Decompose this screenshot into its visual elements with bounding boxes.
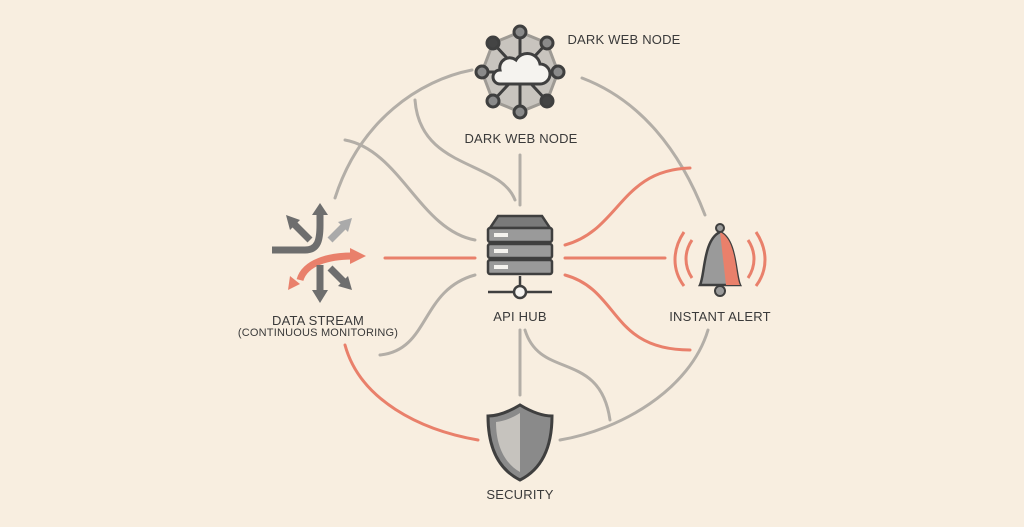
connector-hub-stream-lower bbox=[378, 273, 477, 357]
dark-web-node-label: DARK WEB NODE bbox=[464, 131, 578, 146]
connector-stream-darkweb bbox=[333, 68, 474, 200]
connector-hub-darkweb-curve-l bbox=[413, 98, 517, 202]
data-stream-label: DATA STREAM bbox=[271, 313, 365, 328]
connector-alert-security bbox=[558, 328, 710, 442]
security-label: SECURITY bbox=[486, 487, 554, 502]
connector-hub-alert-curve bbox=[563, 166, 692, 247]
dark-web-network-icon bbox=[474, 24, 566, 120]
connector-hub-security-curve bbox=[523, 328, 612, 422]
connector-hub-stream-curve bbox=[343, 138, 477, 242]
instant-alert-label: INSTANT ALERT bbox=[669, 309, 771, 324]
api-hub-label: API HUB bbox=[493, 309, 547, 324]
connector-darkweb-alert bbox=[580, 76, 707, 217]
server-icon bbox=[486, 214, 554, 300]
bell-icon bbox=[673, 223, 767, 297]
connector-hub-alert-lower bbox=[563, 273, 692, 352]
shield-icon bbox=[486, 403, 554, 482]
dark-web-node-side-label: DARK WEB NODE bbox=[567, 32, 681, 47]
data-stream-arrows-icon bbox=[272, 203, 366, 303]
data-stream-sublabel: (CONTINUOUS MONITORING) bbox=[237, 327, 399, 339]
connector-stream-security bbox=[343, 343, 480, 442]
